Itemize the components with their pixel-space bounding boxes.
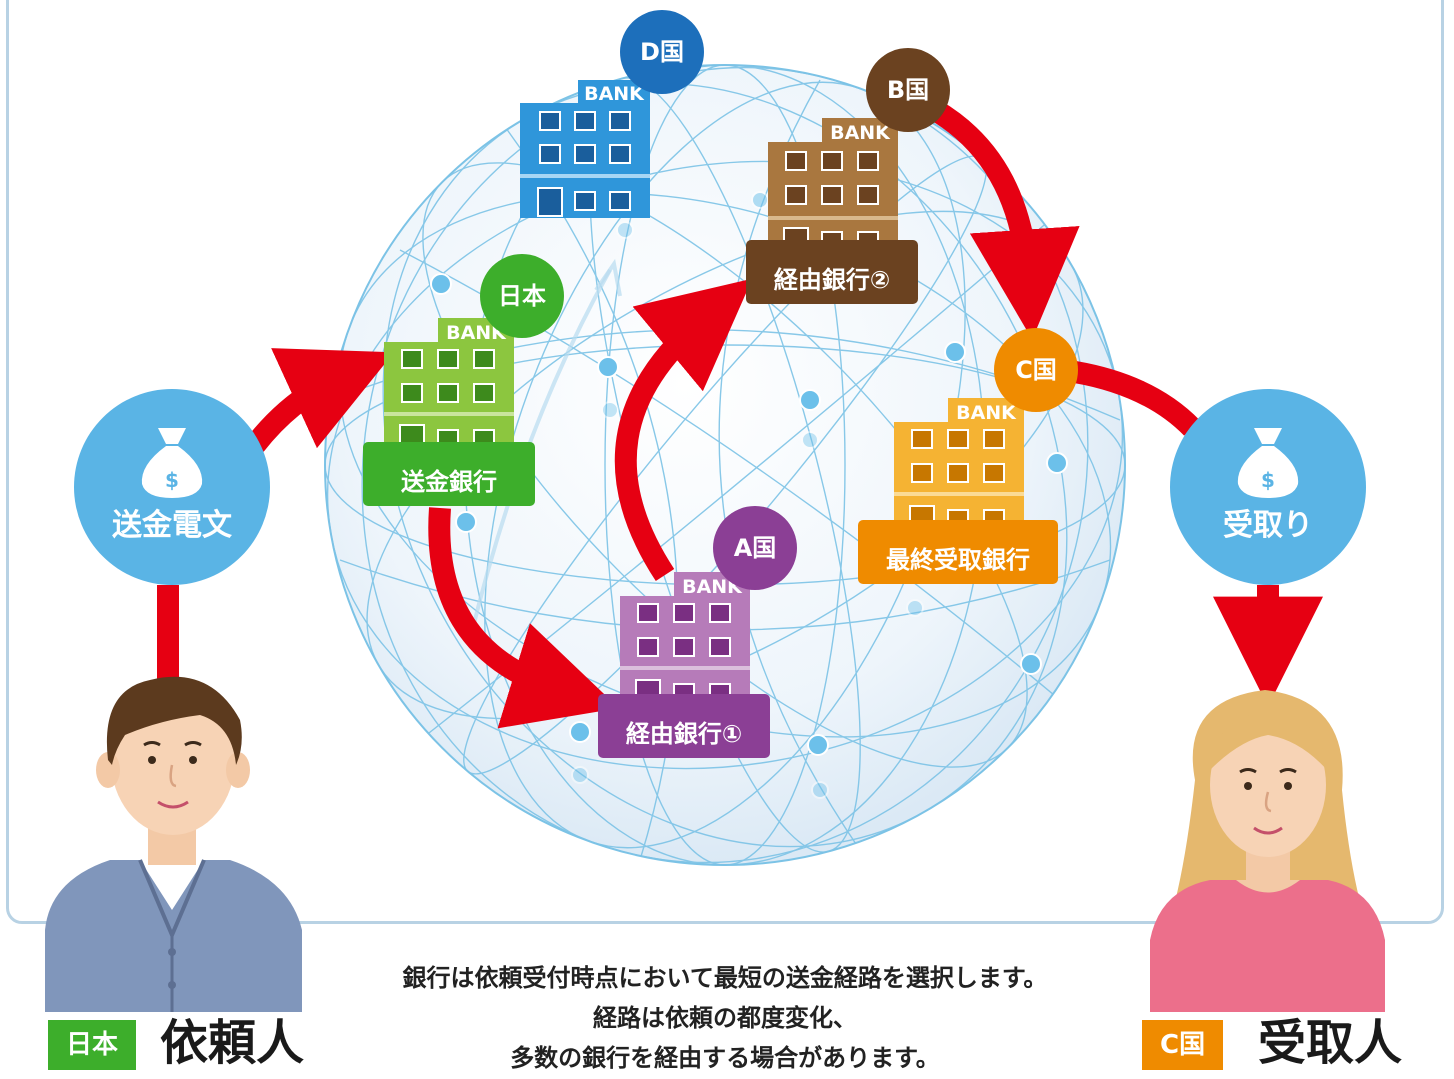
money-bag-icon: $	[141, 428, 203, 498]
svg-text:BANK: BANK	[446, 322, 507, 344]
caption-line-1: 銀行は依頼受付時点において最短の送金経路を選択します。	[402, 964, 1048, 992]
country-badge-japan	[480, 254, 564, 338]
content-frame	[6, 0, 1444, 924]
country-label-japan: 日本	[498, 282, 546, 310]
bank-d: BANK	[520, 80, 650, 218]
country-label-c: C国	[1015, 356, 1057, 384]
arrow-final-to-bubble	[1073, 361, 1200, 436]
country-badge-b	[866, 48, 950, 132]
svg-text:BANK: BANK	[830, 122, 891, 144]
receive-bubble: $ 受取り	[1170, 389, 1366, 585]
svg-text:BANK: BANK	[682, 576, 743, 598]
recipient-country-tag: C国	[1142, 1020, 1224, 1070]
bank-japan: BANK	[363, 318, 535, 506]
bank-label-relay2: 経由銀行②	[774, 266, 890, 294]
requester-role: 依頼人	[160, 1015, 305, 1071]
country-badge-a	[713, 506, 797, 590]
svg-text:$: $	[1261, 468, 1275, 492]
bank-label-remit: 送金銀行	[401, 468, 497, 496]
arrow-relay2-to-final	[929, 100, 1080, 340]
country-label-a: A国	[734, 534, 777, 562]
send-bubble-label: 送金電文	[112, 508, 232, 543]
arrow-relay1-to-relay2	[614, 278, 753, 582]
bank-label-final: 最終受取銀行	[886, 546, 1030, 574]
country-label-b: B国	[887, 76, 929, 104]
arrow-bubble-to-remit-bank	[246, 348, 394, 452]
send-bubble: $ 送金電文	[74, 389, 270, 585]
bank-label-relay1: 経由銀行①	[626, 720, 742, 748]
caption-line-2: 経路は依頼の都度変化、	[593, 1004, 857, 1032]
country-badge-d	[620, 10, 704, 94]
requester-illustration	[45, 676, 302, 1012]
receive-bubble-label: 受取り	[1223, 508, 1313, 543]
recipient-role: 受取人	[1258, 1015, 1403, 1071]
caption-line-3: 多数の銀行を経由する場合があります。	[510, 1044, 940, 1072]
svg-text:BANK: BANK	[584, 83, 645, 105]
money-bag-icon: $	[1237, 428, 1299, 498]
svg-text:BANK: BANK	[956, 402, 1017, 424]
requester-country-tag: 日本	[48, 1020, 137, 1070]
bank-a: BANK	[598, 572, 770, 758]
country-label-d: D国	[640, 38, 684, 66]
svg-text:$: $	[165, 468, 179, 492]
recipient-illustration	[1150, 690, 1385, 1012]
arrow-remit-to-relay1	[428, 507, 619, 729]
country-badge-c	[994, 328, 1078, 412]
route-explanation: 銀行は依頼受付時点において最短の送金経路を選択します。 経路は依頼の都度変化、 …	[300, 958, 1150, 1078]
transfer-arrows	[157, 100, 1323, 729]
